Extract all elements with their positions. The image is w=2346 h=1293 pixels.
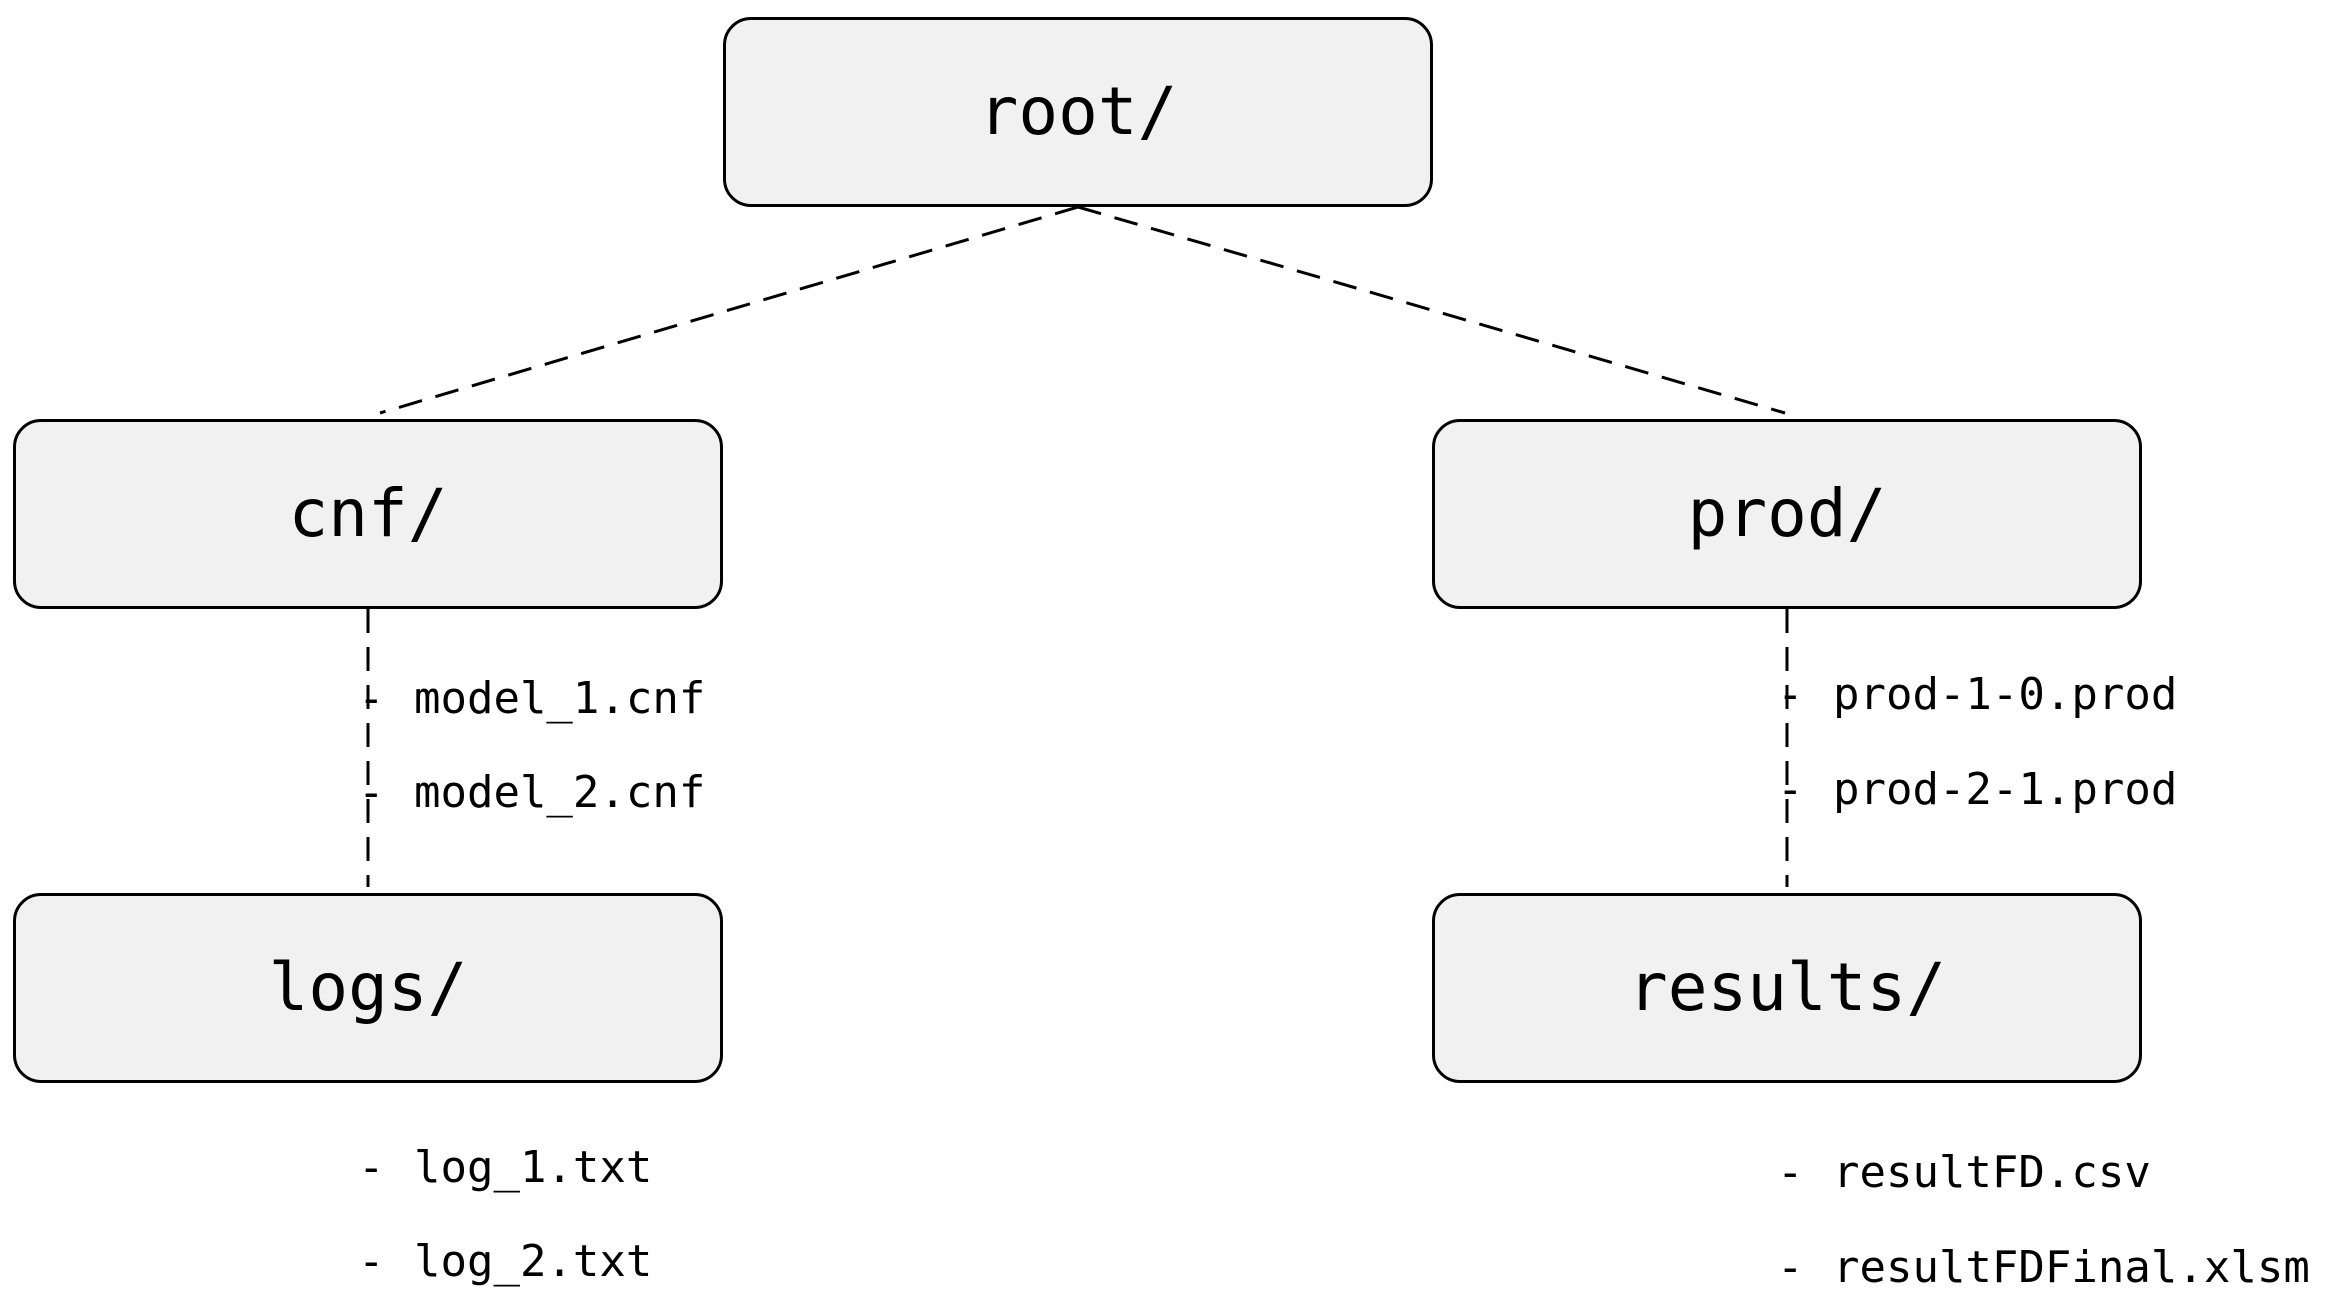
file-item-cnf-1[interactable]: -model_1.cnf — [305, 633, 705, 721]
file-name: prod-2-1.prod — [1832, 764, 2178, 815]
list-marker: - — [357, 767, 385, 818]
folder-node-results[interactable]: results/ — [1432, 893, 2142, 1083]
file-name: log_1.txt — [413, 1142, 653, 1193]
connector-root-prod — [1077, 205, 1786, 415]
file-name: resultFDFinal.xlsm — [1832, 1242, 2310, 1293]
file-name: model_2.cnf — [413, 767, 706, 818]
connector-root-cnf — [379, 205, 1079, 415]
file-item-results-1[interactable]: -resultFD.csv — [1724, 1107, 2151, 1195]
file-name: resultFD.csv — [1832, 1147, 2151, 1198]
file-name: log_2.txt — [413, 1236, 653, 1287]
list-marker: - — [1776, 764, 1804, 815]
list-marker: - — [357, 1142, 385, 1193]
file-item-prod-2[interactable]: -prod-2-1.prod — [1724, 724, 2177, 812]
connector-lines — [366, 205, 1789, 887]
folder-label-root: root/ — [978, 73, 1178, 150]
file-name: model_1.cnf — [413, 673, 706, 724]
folder-node-root[interactable]: root/ — [723, 17, 1433, 207]
folder-node-logs[interactable]: logs/ — [13, 893, 723, 1083]
folder-label-logs: logs/ — [268, 949, 468, 1026]
list-marker: - — [357, 1236, 385, 1287]
folder-label-cnf: cnf/ — [288, 475, 448, 552]
folder-node-cnf[interactable]: cnf/ — [13, 419, 723, 609]
file-item-cnf-2[interactable]: -model_2.cnf — [305, 727, 705, 815]
file-item-prod-1[interactable]: -prod-1-0.prod — [1724, 629, 2177, 717]
folder-node-prod[interactable]: prod/ — [1432, 419, 2142, 609]
file-item-logs-2[interactable]: -log_2.txt — [305, 1196, 652, 1284]
file-item-logs-1[interactable]: -log_1.txt — [305, 1102, 652, 1190]
list-marker: - — [1776, 1147, 1804, 1198]
file-item-results-2[interactable]: -resultFDFinal.xlsm — [1724, 1202, 2310, 1290]
folder-label-prod: prod/ — [1687, 475, 1887, 552]
folder-label-results: results/ — [1628, 949, 1946, 1026]
list-marker: - — [1776, 1242, 1804, 1293]
file-name: prod-1-0.prod — [1832, 669, 2178, 720]
list-marker: - — [357, 673, 385, 724]
list-marker: - — [1776, 669, 1804, 720]
